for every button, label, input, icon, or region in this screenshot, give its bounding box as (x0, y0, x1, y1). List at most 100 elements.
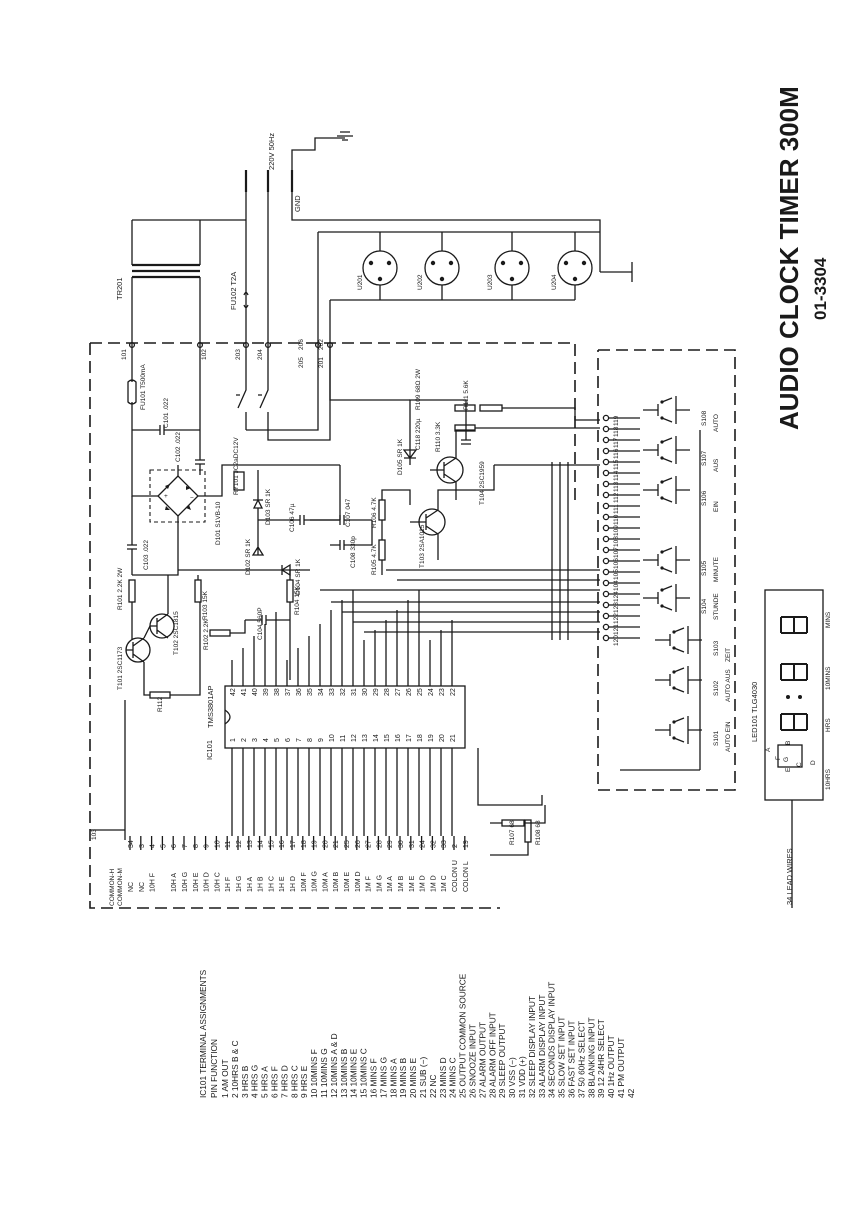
r104-label: R104 15K (294, 585, 301, 615)
connector-pin-name: 10M G (312, 871, 319, 892)
assign-row: 10 10MINS F (309, 1049, 319, 1098)
connector-pin-number: 8 (193, 844, 200, 848)
ic-pin-number: 1 (230, 738, 237, 742)
assign-row: 15 10MINS C (359, 1048, 369, 1098)
connector-pin-number: 4 (150, 844, 157, 848)
bridge-rectifier: + − D101 S1VB-10 (131, 440, 340, 570)
assign-row: 17 MINS G (378, 1057, 388, 1098)
ic-pin-number: 27 (395, 688, 402, 696)
r109-label: R109 68Ω 2W (415, 368, 422, 410)
assign-row: 7 HRS D (279, 1065, 289, 1098)
connector-pin-number: 9 (204, 844, 211, 848)
switch-node-label: 121 (613, 624, 620, 635)
connector-pin-number: 34 (128, 840, 135, 848)
ic-pin-number: 11 (340, 735, 347, 742)
connector-pin-number: 31 (409, 840, 416, 848)
fuse-fu102: FU102 T2A (229, 272, 249, 310)
ic-pin-number: 39 (263, 688, 270, 696)
switch-ref: S102 (713, 680, 720, 696)
ic-pin-number: 3 (252, 738, 259, 742)
assign-row: 25 OUTPUT COMMON SOURCE (458, 973, 468, 1098)
assign-row: 18 MINS A (388, 1058, 398, 1098)
connector-pin-number: 6 (171, 844, 178, 848)
seven-segment-digit (780, 663, 808, 681)
switch-node-label: 110 (613, 514, 620, 525)
d105-label: D105 SR 1K (397, 438, 404, 475)
assign-row: 6 HRS F (270, 1066, 280, 1098)
transistor-t104-group: T104 2SC1959 D105 SR 1K C118 220µ R110 3… (329, 345, 600, 505)
connector-206: 206 (298, 339, 305, 350)
led-digit-label: HRS (825, 718, 832, 732)
assign-row: 2 10HRS B & C (230, 1040, 240, 1098)
board-outline (89, 342, 576, 909)
switch-node-label: 114 (613, 470, 620, 481)
connector-204: 204 (257, 349, 264, 360)
connector-pin-name: 1M D (430, 875, 437, 892)
r102-label: R102 2.2K (203, 619, 210, 650)
ic-pin-number: 26 (406, 688, 413, 696)
bus-wires (231, 569, 600, 836)
ic-pin-number: 4 (263, 738, 270, 742)
assign-row: 13 10MINS B (339, 1048, 349, 1098)
ic-pin-number: 21 (450, 734, 457, 742)
diode-cap-group: D103 SR 1K C106 47µ C107 047 C108 330p D… (178, 465, 373, 595)
assign-row: 16 MINS F (369, 1058, 379, 1098)
common-m-label: COMMON-M (117, 868, 124, 906)
assign-row: 20 MINS E (408, 1057, 418, 1098)
diagram-title: AUDIO CLOCK TIMER 300M (774, 86, 804, 430)
t104-label: T104 2SC1959 (479, 461, 486, 505)
connector-pin-number: 30 (398, 840, 405, 848)
connector-pin-number: 29 (387, 840, 394, 848)
switch-node-label: 108 (613, 536, 620, 547)
connector-201: 201 (318, 357, 325, 368)
connector-103-label: 103 (91, 829, 98, 840)
common-labels: COMMON-H COMMON-M 103 34 LEAD WIRES (90, 700, 794, 906)
switch-node-label: 112 (613, 492, 620, 503)
connector-pin-number: 2 (452, 844, 459, 848)
fuse-fu101: FU101 T500mA (127, 345, 147, 440)
connector-pin-number: 15 (268, 840, 275, 848)
connector-pin-name: 1H D (290, 876, 297, 892)
terminal-assignments: IC101 TERMINAL ASSIGNMENTS PIN FUNCTION … (198, 969, 636, 1098)
connector-pin-number: 12 (236, 840, 243, 848)
connector-pin-number: 27 (366, 840, 373, 848)
ic-pin-number: 38 (274, 688, 281, 696)
switch-node-label: 124 (613, 591, 620, 602)
lead-wires-label: 34 LEAD WIRES (785, 848, 794, 905)
assign-row: 4 HRS G (250, 1065, 260, 1098)
connector-pin-name: 1H G (236, 876, 243, 892)
assign-row: 11 10MINS G (319, 1048, 329, 1098)
segment-letter: D (810, 760, 817, 765)
switch-ref: S107 (701, 450, 708, 466)
t102-label: T102 2SC1815 (173, 611, 180, 655)
switch-label: AUS (713, 458, 720, 472)
r108-label: R108 68 (535, 820, 542, 845)
connector-pin-number: 19 (312, 840, 319, 848)
led-digit-label: 10HRS (825, 768, 832, 790)
connector-pin-number: 20 (322, 840, 329, 848)
ic-pin-number: 30 (362, 688, 369, 696)
switch-label: ZEIT (725, 648, 732, 662)
c107-label: C107 047 (345, 498, 352, 527)
connector-pin-name: 1M C (441, 875, 448, 892)
c104-label: C104 560P (257, 607, 264, 640)
transistor-t101-t102-group: C103 .022 R101 2.2K 2W T102 2SC1815 T101… (117, 496, 301, 712)
ic-pin-number: 35 (307, 688, 314, 696)
assign-row: 31 VDD (+) (517, 1056, 527, 1098)
ic-pin-number: 17 (406, 734, 413, 742)
connector-101: 101 (121, 349, 128, 360)
segment-letter: B (785, 741, 792, 745)
connector-pin-number: 5 (160, 844, 167, 848)
ic-pin-number: 9 (318, 738, 325, 742)
